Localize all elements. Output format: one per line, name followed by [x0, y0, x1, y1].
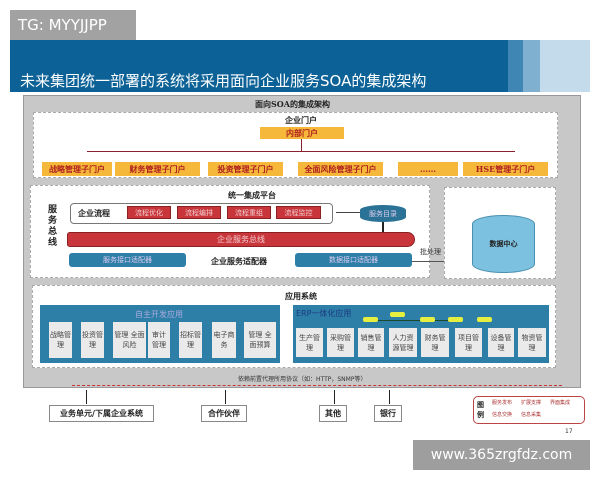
- app-item: 电子商务: [212, 322, 236, 358]
- banner-stripe: [540, 40, 590, 92]
- connector: [336, 212, 360, 213]
- service-bus-label: 服务总线: [48, 205, 58, 248]
- external-system: 银行: [374, 405, 402, 422]
- erp-item: 设备管理: [488, 328, 514, 357]
- connector: [382, 222, 384, 232]
- protocol-line: [72, 385, 562, 386]
- banner-stripe: [508, 40, 523, 92]
- portal-title: 企业门户: [285, 115, 317, 125]
- erp-item: 销售管理: [358, 328, 384, 357]
- watermark-url: www.365zrgfdz.com: [413, 440, 590, 470]
- data-center: 数据中心: [472, 215, 535, 273]
- process-item: 流程重组: [227, 206, 271, 219]
- legend-item: 信息交换: [492, 412, 513, 418]
- slide-title: 未来集团统一部署的系统将采用面向企业服务SOA的集成架构: [20, 72, 427, 90]
- batch-label: 批处理: [420, 248, 441, 256]
- data-interface-adapter: 数据接口适配器: [295, 253, 412, 267]
- sub-portal: 财务管理子门户: [115, 162, 200, 176]
- legend-title: 图例: [477, 400, 484, 419]
- app-item: 管理 全面风险: [113, 322, 146, 358]
- enterprise-service-bus: 企业服务总线: [67, 232, 415, 247]
- app-item: 管理 全面预算: [244, 322, 276, 358]
- erp-item: 项目管理: [455, 328, 482, 357]
- external-system: 合作伙伴: [201, 405, 247, 422]
- flow-node: [448, 317, 463, 322]
- sub-portal: ……: [398, 162, 458, 176]
- legend-item: 信息采集: [521, 412, 542, 418]
- erp-item: 生产管理: [296, 328, 323, 357]
- banner-stripe: [523, 40, 540, 92]
- app-item: 投资管理: [81, 322, 104, 358]
- connector: [334, 390, 335, 404]
- flow-node: [390, 312, 405, 317]
- erp-item: 财务管理: [421, 328, 449, 357]
- batch-arrow: [412, 261, 446, 262]
- legend-item: 界面集成: [550, 400, 571, 406]
- connector: [301, 139, 302, 151]
- legend: [473, 396, 585, 424]
- title-banner: [10, 40, 508, 92]
- flow-node: [477, 317, 492, 322]
- connector: [86, 390, 87, 404]
- platform-title: 统一集成平台: [228, 190, 276, 200]
- process-label: 企业流程: [78, 208, 110, 218]
- flow-node: [363, 317, 378, 322]
- process-item: 流程优化: [127, 206, 171, 219]
- sub-portal: 战略管理子门户: [42, 162, 112, 176]
- sub-portal: HSE管理子门户: [463, 162, 548, 176]
- process-item: 流程编排: [177, 206, 221, 219]
- legend-item: 服务发布: [492, 400, 513, 406]
- frame-title: 面向SOA的集成架构: [255, 99, 330, 109]
- inner-portal: 内部门户: [260, 127, 344, 139]
- app-item: 审计管理: [148, 322, 170, 358]
- app-item: 战略管理: [49, 322, 72, 358]
- self-dev-title: 自主开发应用: [135, 310, 183, 319]
- protocol-label: 依赖前置代理所用协议（如：HTTP，SNMP等）: [238, 376, 367, 383]
- connector: [389, 390, 390, 404]
- flow-node: [420, 317, 435, 322]
- sub-portal: 投资管理子门户: [208, 162, 283, 176]
- service-catalog: 服务目录: [360, 205, 406, 222]
- connector: [225, 390, 226, 404]
- erp-item: 人力资源管理: [389, 328, 417, 357]
- app-item: 招标管理: [179, 322, 202, 358]
- erp-item: 采购管理: [327, 328, 354, 357]
- adapter-label: 企业服务适配器: [211, 256, 267, 266]
- process-item: 流程监控: [276, 206, 321, 219]
- connector: [87, 151, 515, 152]
- external-system: 其他: [319, 405, 347, 422]
- external-system: 业务单元/下属企业系统: [49, 405, 154, 422]
- erp-title: ERP一体化应用: [296, 309, 352, 318]
- watermark-badge: TG: MYYJJPP: [10, 10, 136, 40]
- legend-item: 扩展支撑: [521, 400, 542, 406]
- sub-portal: 全面风险管理子门户: [298, 162, 383, 176]
- flow-line: [363, 320, 453, 321]
- apps-title: 应用系统: [285, 291, 317, 301]
- erp-item: 物资管理: [518, 328, 546, 357]
- service-interface-adapter: 服务接口适配器: [69, 253, 186, 267]
- page-number: 17: [565, 428, 573, 435]
